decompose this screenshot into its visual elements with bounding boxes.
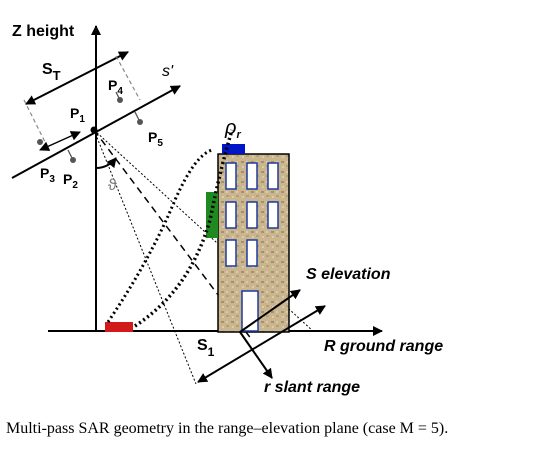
theta-arc	[95, 157, 117, 169]
z-axis-label: Z height	[12, 23, 75, 40]
pass-label-1: P1	[70, 105, 85, 125]
st-extent-arrow	[25, 51, 129, 105]
st-dashed-left	[23, 99, 47, 145]
s-prime-label: s'	[162, 63, 174, 80]
red-scatterer	[105, 322, 133, 332]
pass-label-2: P2	[63, 171, 78, 191]
sar-geometry-diagram: Z height R ground range ρr s' ST	[11, 23, 443, 396]
pass-label-5: P5	[148, 129, 163, 149]
theta-label: ϑ	[108, 177, 117, 194]
s-elevation-label: S elevation	[306, 266, 391, 283]
st-dashed-right	[115, 55, 141, 101]
pass-point-3	[37, 139, 43, 145]
slant-range-axis	[197, 305, 326, 383]
range-arc-outer	[134, 129, 234, 328]
pass-label-4: P4	[108, 77, 123, 97]
pass-label-3: P3	[40, 165, 55, 185]
figure-caption: Multi-pass SAR geometry in the range–ele…	[6, 420, 449, 437]
ground-range-label: R ground range	[324, 338, 443, 355]
s1-label: S1	[197, 337, 215, 359]
st-label: ST	[42, 61, 61, 83]
pass-point-1	[90, 126, 98, 134]
blue-scatterer	[222, 144, 245, 154]
rho-r-label: ρr	[224, 117, 241, 141]
slant-range-label: r slant range	[264, 379, 360, 396]
slant-range-down	[239, 331, 273, 379]
baseline-arrow	[39, 131, 81, 151]
range-arc-inner	[106, 148, 213, 323]
pass-points	[37, 91, 143, 163]
ray-left	[93, 129, 197, 385]
